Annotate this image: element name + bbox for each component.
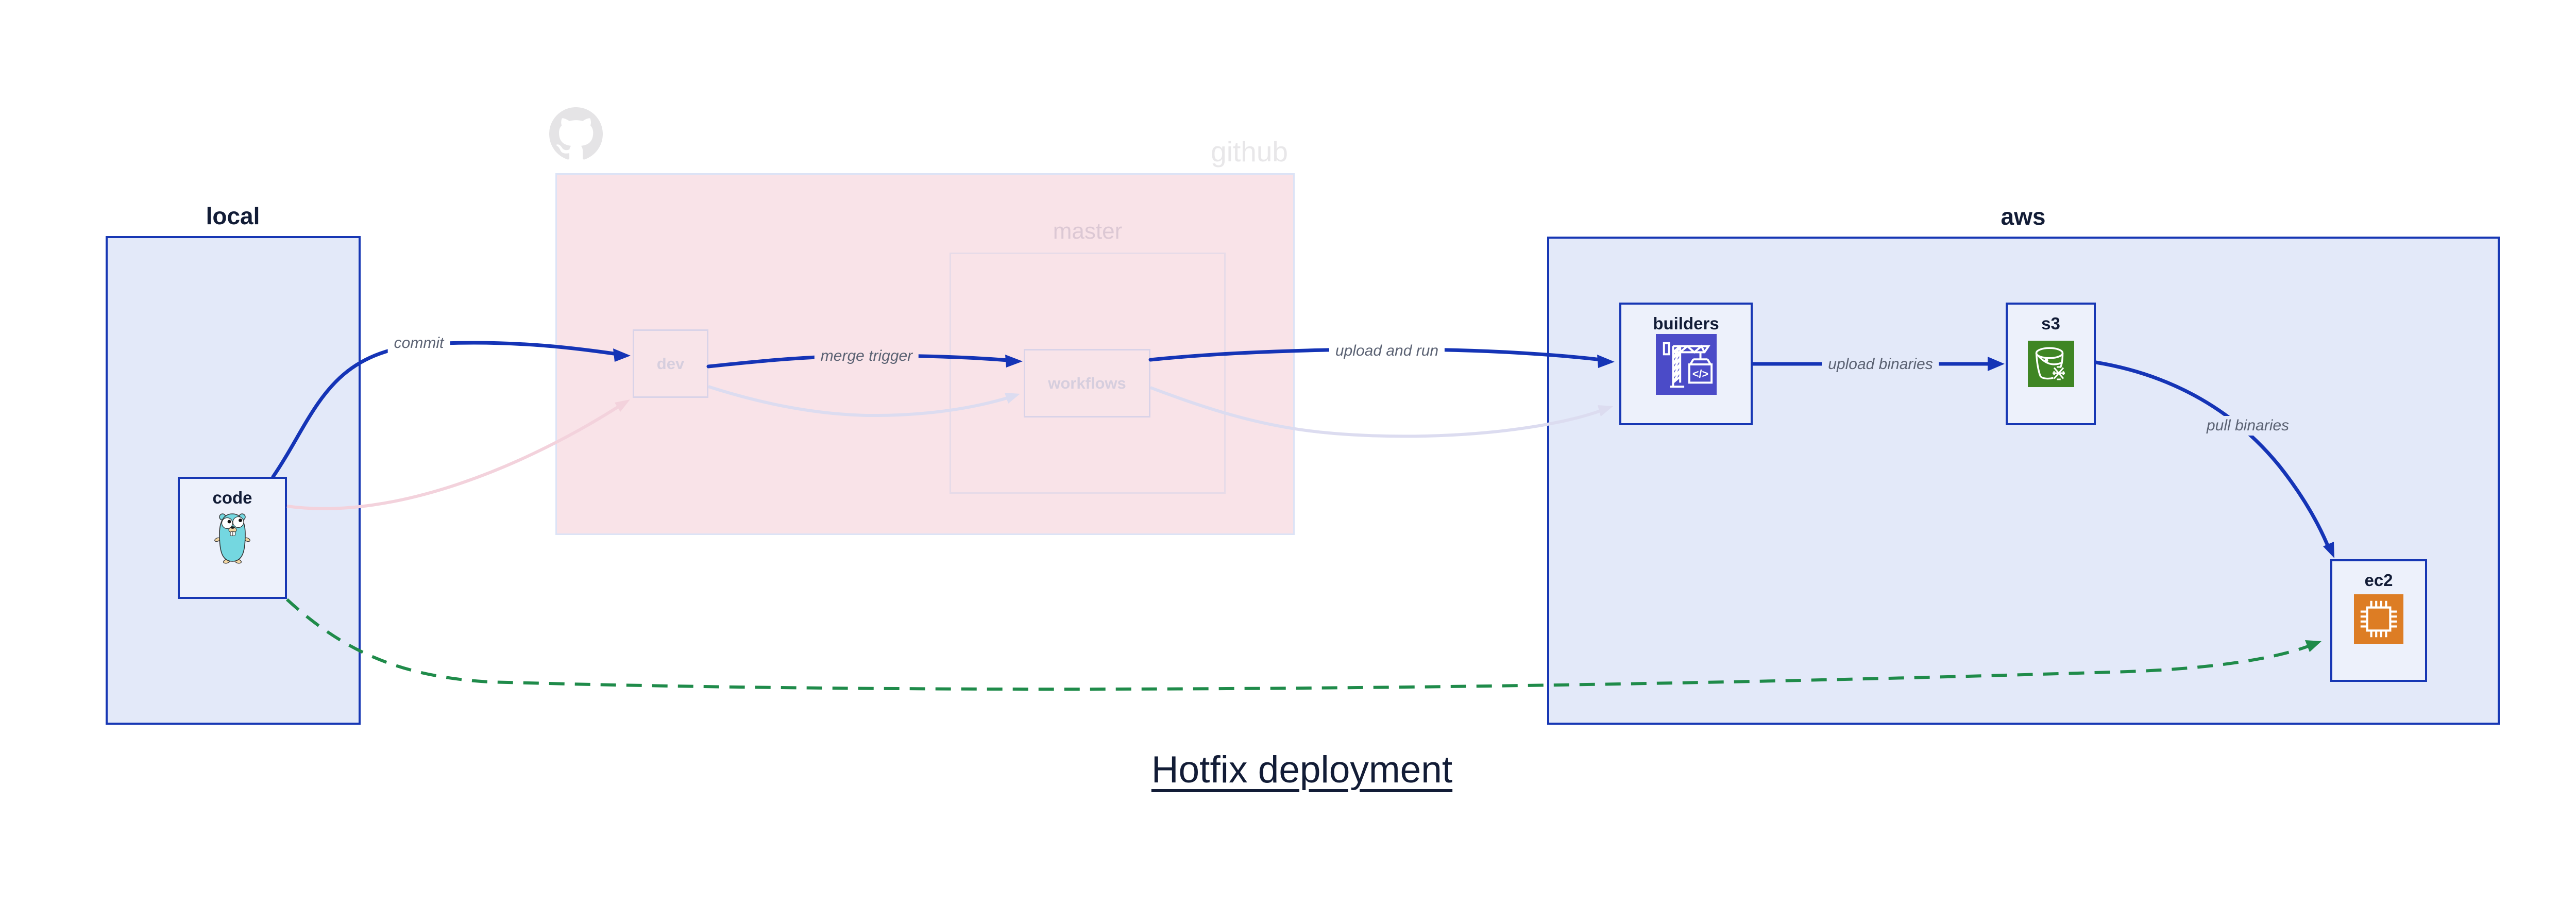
edge-label-pull-binaries: pull binaries (2200, 416, 2296, 436)
group-aws-label: aws (2001, 203, 2046, 230)
node-ec2-label: ec2 (2364, 571, 2393, 590)
edge-label-upload-binaries: upload binaries (1822, 355, 1939, 374)
diagram-title: Hotfix deployment (1151, 749, 1453, 791)
go-gopher-icon (214, 513, 250, 564)
node-workflows-label: workflows (1048, 374, 1126, 392)
svg-text:</>: </> (1692, 368, 1708, 380)
codebuild-crane-icon: </> (1656, 334, 1717, 395)
node-dev: dev (633, 329, 708, 398)
s3-bucket-icon (2028, 341, 2074, 387)
node-code-label: code (212, 488, 252, 507)
ec2-chip-icon (2354, 594, 2403, 644)
edge-label-merge-trigger: merge trigger (814, 346, 919, 366)
node-builders-label: builders (1653, 314, 1719, 333)
node-dev-label: dev (656, 354, 685, 373)
group-master-label: master (1053, 219, 1123, 244)
edge-label-upload-and-run: upload and run (1329, 341, 1445, 361)
github-logo-icon (549, 107, 603, 160)
group-local-label: local (206, 203, 260, 229)
edge-label-commit: commit (387, 333, 450, 353)
node-workflows: workflows (1024, 349, 1150, 417)
node-s3-label: s3 (2041, 314, 2060, 333)
group-github-label: github (1211, 136, 1288, 168)
